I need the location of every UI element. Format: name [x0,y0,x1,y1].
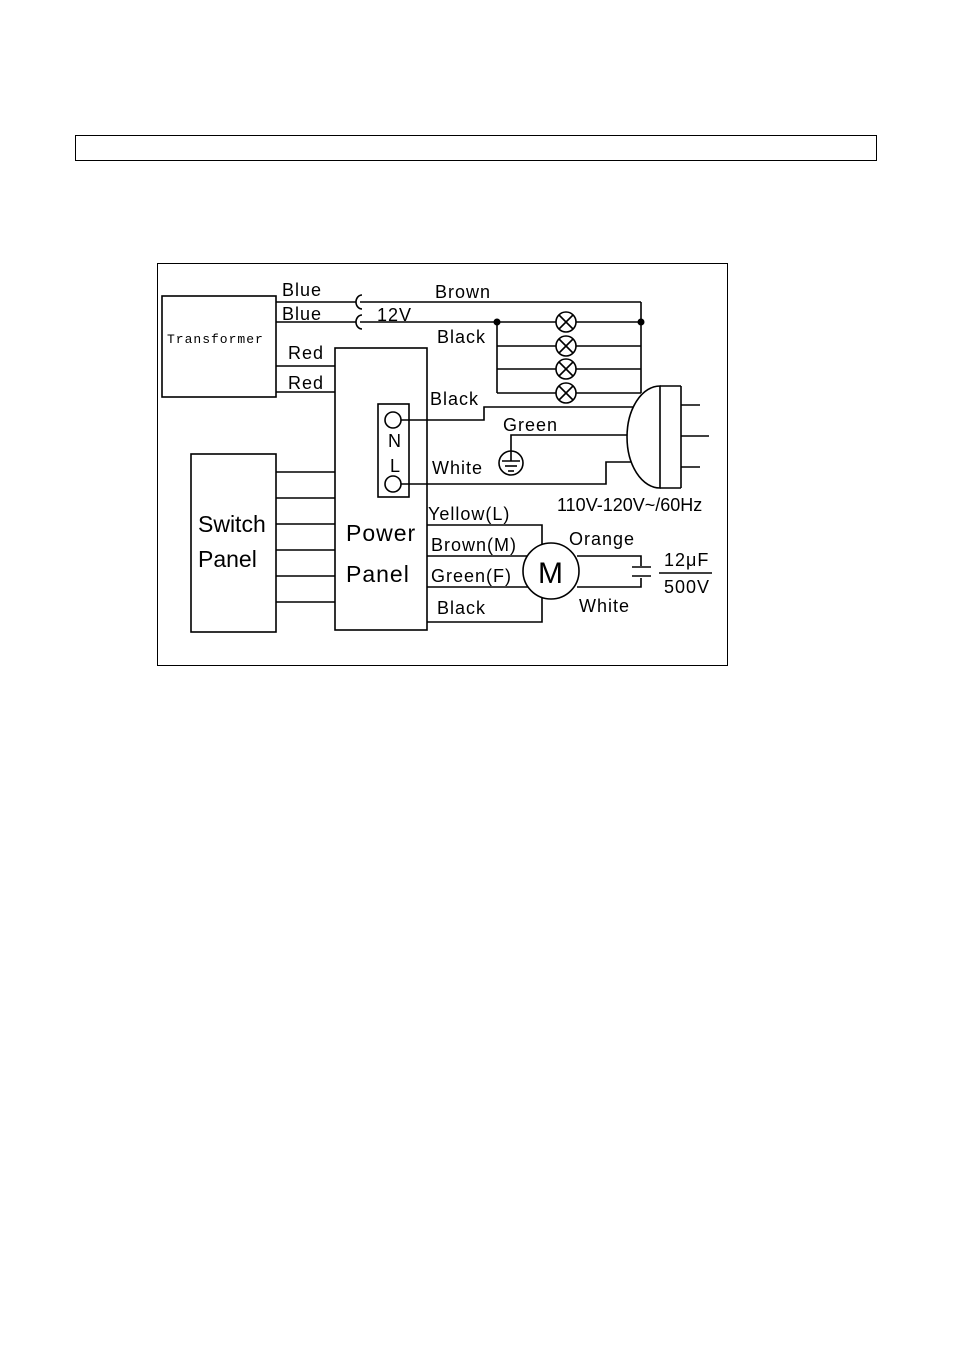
terminal-l-label: L [390,456,401,476]
wire-label-brown: Brown [435,282,491,302]
switch-panel-label: Panel [198,546,257,572]
power-panel-label: Panel [346,561,410,587]
motor-label: M [538,557,563,590]
lamp-icon [556,383,576,403]
wire-label-orange: Orange [569,529,635,549]
terminal-l-screw [385,476,401,492]
wire-label-blue: Blue [282,304,322,324]
wire-label-red: Red [288,343,324,363]
ground-icon [499,451,523,475]
lamp-icon [556,359,576,379]
wire-label-green-f: Green(F) [431,566,512,586]
orange-wire [577,556,641,566]
wire-label-green: Green [503,415,558,435]
capacitor-value-label: 12μF [664,550,709,570]
wire-label-black-n: Black [430,389,479,409]
plug-icon [627,386,709,488]
transformer-label: Transformer [167,332,264,347]
wire-label-white: White [432,458,483,478]
wire-label-blue: Blue [282,280,322,300]
wire-label-black-motor: Black [437,598,486,618]
voltage-label-12v: 12V [377,305,412,325]
power-panel-label: Power [346,520,416,546]
lamp-icon [556,312,576,332]
lamp-icon [556,336,576,356]
white-motor-wire [577,578,641,587]
capacitor-voltage-label: 500V [664,577,710,597]
wire-label-yellow: Yellow(L) [428,504,510,524]
switch-panel-label: Switch [198,511,266,537]
wire-label-brown-m: Brown(M) [431,535,517,555]
supply-label: 110V-120V~/60Hz [557,495,702,515]
wire-label-black: Black [437,327,486,347]
green-ground-wire [511,435,628,452]
terminal-n-label: N [388,431,402,451]
wire-label-white-motor: White [579,596,630,616]
wire-label-red: Red [288,373,324,393]
switch-panel-box [191,454,276,632]
terminal-n-screw [385,412,401,428]
